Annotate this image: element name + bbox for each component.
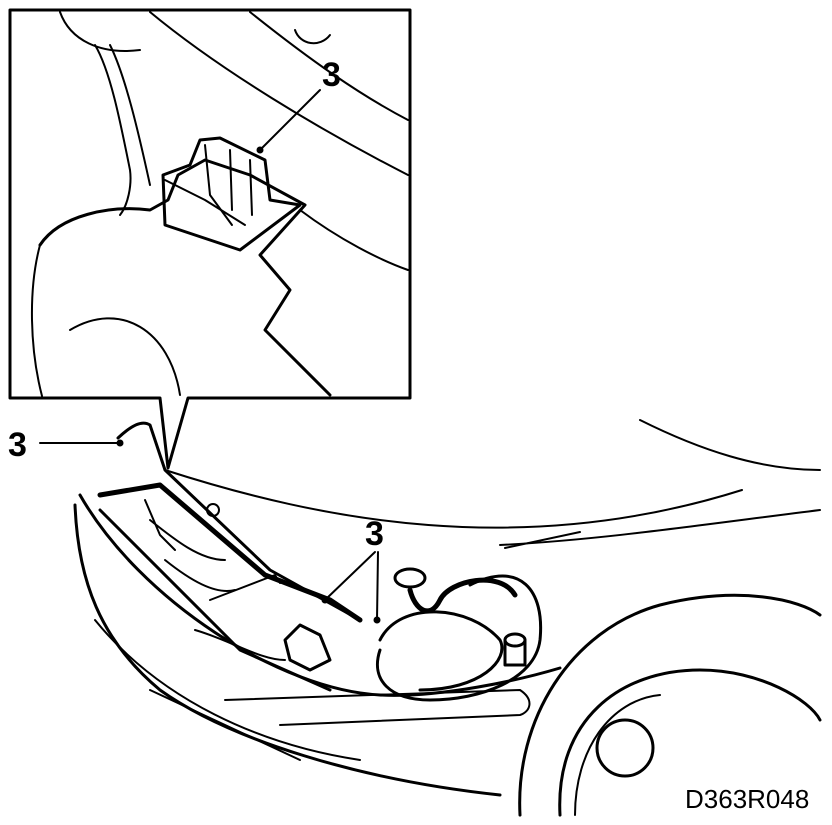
center-leader-dot-b <box>373 616 381 624</box>
bumper-top <box>78 493 562 697</box>
hood-hole <box>206 503 220 517</box>
wheel-rim <box>574 694 661 816</box>
center-leader-a <box>324 551 376 601</box>
grille-slot-3 <box>149 519 226 561</box>
bumper-slot <box>224 689 531 726</box>
inset-panel-line-2 <box>249 11 409 121</box>
center-leader-dot-a <box>321 596 329 604</box>
center-callout-label: 3 <box>365 515 384 553</box>
bottle-cap <box>503 632 527 648</box>
inset-inner-curve <box>59 11 141 52</box>
cowl-line <box>499 509 821 546</box>
wheel-outer <box>558 668 822 817</box>
bottle <box>503 638 527 667</box>
windshield-line <box>639 419 821 471</box>
inset-fender-line <box>69 317 181 396</box>
latch <box>283 623 332 672</box>
inset-panel-line-3 <box>299 209 409 271</box>
inset-hole <box>294 29 331 45</box>
hood-prop <box>504 531 581 549</box>
grille-frame <box>97 482 363 623</box>
bumper-lower <box>94 619 361 761</box>
inset-clip <box>161 136 302 252</box>
inset-clip-rib-2 <box>229 149 233 211</box>
inset-hose-1 <box>94 44 132 216</box>
raised-hood <box>116 421 362 622</box>
inset-hose-2 <box>109 44 151 186</box>
inset-clip-rib-1 <box>204 144 233 226</box>
inset-frame <box>8 8 412 470</box>
reservoir-cap <box>393 567 427 589</box>
center-leader-b <box>376 551 379 621</box>
bumper-face <box>73 503 502 797</box>
inset-callout-label: 3 <box>322 56 341 94</box>
grille-bar <box>209 574 281 601</box>
wheel-hub <box>595 718 655 778</box>
left-callout-label: 3 <box>8 426 27 464</box>
grille-slot-1 <box>144 499 176 551</box>
upper-hose <box>407 577 518 614</box>
grille-slot-2 <box>164 559 236 592</box>
fender-arch <box>518 593 822 817</box>
inset-clip-rib-3 <box>249 159 253 216</box>
latch-cable <box>194 629 286 661</box>
inset-body-outline <box>38 158 332 397</box>
inset-body-curve <box>30 244 43 397</box>
detail-inset: 3 <box>8 8 412 470</box>
coolant-tank <box>378 610 504 692</box>
hood-edge <box>164 469 743 529</box>
engine-hose <box>376 574 543 702</box>
bumper-slot-2 <box>149 689 301 761</box>
reference-code: D363R048 <box>685 784 809 814</box>
car-front: 3 3 <box>8 419 822 817</box>
inset-leader <box>259 89 321 151</box>
inset-leader-dot <box>256 146 264 154</box>
left-leader-dot <box>116 439 124 447</box>
inset-panel-line-1 <box>149 11 409 176</box>
inset-clip-base <box>164 179 246 226</box>
